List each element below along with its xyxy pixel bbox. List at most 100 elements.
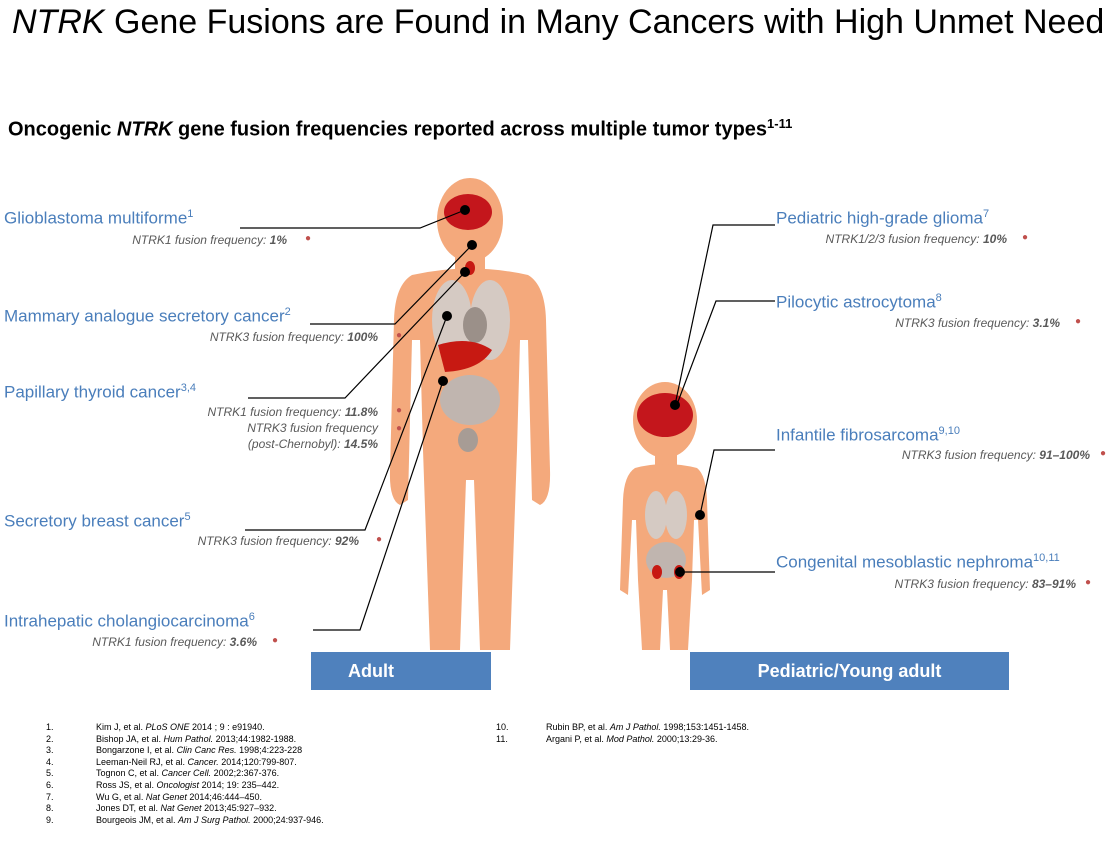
reference-details: 2014;120:799-807. xyxy=(218,756,297,767)
label-congenital-nephroma: Congenital mesoblastic nephroma10,11 xyxy=(776,552,1060,573)
freq-glioblastoma: NTRK1 fusion frequency: 1% xyxy=(132,232,287,248)
freq-label: (post-Chernobyl): xyxy=(247,437,344,451)
label-pilocytic: Pilocytic astrocytoma8 xyxy=(776,292,942,313)
freq-value: 3.6% xyxy=(229,635,257,649)
reference-number: 7. xyxy=(46,791,54,802)
freq-label: NTRK1/2/3 fusion frequency: xyxy=(825,232,983,246)
reference-item: 5.Tognon C, et al. Cancer Cell. 2002;2:3… xyxy=(46,768,324,780)
reference-item: 10.Rubin BP, et al. Am J Pathol. 1998;15… xyxy=(496,722,749,734)
reference-item: 7. Wu G, et al. Nat Genet 2014;46:444–450… xyxy=(46,792,324,804)
label-sup: 5 xyxy=(184,511,191,523)
reference-details: 2013;45:927–932. xyxy=(201,803,277,814)
child-brain-icon xyxy=(637,393,693,437)
freq-congenital-nephroma: NTRK3 fusion frequency: 83–91% xyxy=(895,576,1076,592)
reference-number: 4. xyxy=(46,756,54,767)
references-col1: 1. Kim J, et al. PLoS ONE 2014 ; 9 : e919… xyxy=(46,722,324,826)
freq-label: NTRK3 fusion frequency xyxy=(247,421,378,435)
subtitle-sup: 1-11 xyxy=(767,116,793,131)
label-sup: 3,4 xyxy=(180,382,196,394)
reference-number: 2. xyxy=(46,733,54,744)
reference-item: 2.Bishop JA, et al. Hum Pathol. 2013;44:… xyxy=(46,734,324,746)
freq-label: NTRK1 fusion frequency: xyxy=(92,635,230,649)
adult-banner: Adult xyxy=(311,652,491,690)
freq-value: 1% xyxy=(269,233,287,247)
reference-authors: Bourgeois JM, et al. xyxy=(96,814,179,825)
reference-text: Argani P, et al. Mod Pathol. 2000;13:29-… xyxy=(546,734,717,746)
label-sup: 8 xyxy=(935,292,942,304)
freq-papillary-thyroid: NTRK1 fusion frequency: 11.8% NTRK3 fusi… xyxy=(207,404,378,452)
freq-value: 3.1% xyxy=(1032,316,1060,330)
title-rest: Gene Fusions are Found in Many Cancers w… xyxy=(104,3,1105,41)
reference-details: 2014 ; 9 : e91940. xyxy=(189,722,265,732)
pediatric-banner-label: Pediatric/Young adult xyxy=(757,660,942,681)
reference-item: 9. Bourgeois JM, et al. Am J Surg Pathol.… xyxy=(46,815,324,827)
label-mammary: Mammary analogue secretory cancer2 xyxy=(4,306,291,327)
bullet-dot: ● xyxy=(396,405,403,416)
reference-details: 2013;44:1982-1988. xyxy=(213,733,297,744)
reference-journal: Am J Pathol. xyxy=(609,722,661,732)
reference-authors: Argani P, et al. xyxy=(546,733,607,744)
reference-item: 8.Jones DT, et al. Nat Genet 2013;45:927… xyxy=(46,803,324,815)
label-sup: 6 xyxy=(248,611,255,623)
bullet-dot: ● xyxy=(376,534,383,545)
location-dots xyxy=(438,205,705,577)
reference-number: 1. xyxy=(46,722,54,732)
reference-text: Leeman-Neil RJ, et al. Cancer. 2014;120:… xyxy=(96,757,297,769)
label-name: Secretory breast cancer xyxy=(4,511,185,531)
reference-number: 8. xyxy=(46,803,54,814)
label-name: Mammary analogue secretory cancer xyxy=(4,306,285,326)
reference-text: Tognon C, et al. Cancer Cell. 2002;2:367… xyxy=(96,768,279,780)
reference-text: Kim J, et al. PLoS ONE 2014 ; 9 : e91940… xyxy=(96,722,265,734)
label-pediatric-glioma: Pediatric high-grade glioma7 xyxy=(776,208,989,229)
reference-number: 9. xyxy=(46,814,54,825)
freq-value: 92% xyxy=(334,534,359,548)
reference-journal: Am J Surg Pathol. xyxy=(178,814,251,825)
reference-details: 2002;2:367-376. xyxy=(211,768,280,779)
freq-value: 11.8% xyxy=(344,405,378,419)
bullet-dot: ● xyxy=(1085,577,1092,588)
reference-details: 2000;24:937-946. xyxy=(250,814,324,825)
freq-pediatric-glioma: NTRK1/2/3 fusion frequency: 10% xyxy=(826,231,1007,247)
freq-value: 91–100% xyxy=(1039,448,1090,462)
label-secretory-breast: Secretory breast cancer5 xyxy=(4,511,191,532)
freq-pilocytic: NTRK3 fusion frequency: 3.1% xyxy=(895,315,1060,331)
label-sup: 1 xyxy=(187,208,194,220)
label-name: Glioblastoma multiforme xyxy=(4,208,188,228)
reference-item: 1. Kim J, et al. PLoS ONE 2014 ; 9 : e919… xyxy=(46,722,324,734)
leader-lines xyxy=(240,209,775,631)
reference-text: Bongarzone I, et al. Clin Canc Res. 1998… xyxy=(96,745,302,757)
reference-details: 1998;4:223-228 xyxy=(236,745,303,756)
bullet-dot: ● xyxy=(1075,316,1082,327)
adult-figure xyxy=(389,178,551,650)
subtitle-pre: Oncogenic xyxy=(8,118,117,141)
reference-authors: Rubin BP, et al. xyxy=(546,722,610,732)
reference-text: Ross JS, et al. Oncologist 2014; 19: 235… xyxy=(96,780,279,792)
freq-value: 100% xyxy=(347,330,378,344)
reference-authors: Tognon C, et al. xyxy=(96,768,162,779)
bullet-dot: ● xyxy=(1022,232,1029,243)
reference-journal: Clin Canc Res. xyxy=(176,745,237,756)
reference-authors: Jones DT, et al. xyxy=(96,803,161,814)
label-papillary-thyroid: Papillary thyroid cancer3,4 xyxy=(4,382,196,403)
adult-banner-label: Adult xyxy=(348,660,394,681)
freq-infantile-fibrosarcoma: NTRK3 fusion frequency: 91–100% xyxy=(902,447,1090,463)
reference-details: 2014; 19: 235–442. xyxy=(199,779,280,790)
freq-label: NTRK3 fusion frequency: xyxy=(894,577,1032,591)
reference-authors: Ross JS, et al. xyxy=(96,779,157,790)
label-name: Intrahepatic cholangiocarcinoma xyxy=(4,611,249,631)
reference-item: 6.Ross JS, et al. Oncologist 2014; 19: 2… xyxy=(46,780,324,792)
reference-journal: Cancer Cell. xyxy=(161,768,212,779)
label-name: Papillary thyroid cancer xyxy=(4,382,181,402)
subtitle-gene: NTRK xyxy=(116,118,173,141)
reference-text: Wu G, et al. Nat Genet 2014;46:444–450. xyxy=(96,792,262,804)
freq-label: NTRK3 fusion frequency: xyxy=(197,534,335,548)
pediatric-banner: Pediatric/Young adult xyxy=(690,652,1009,690)
label-sup: 7 xyxy=(982,208,990,220)
reference-text: Bourgeois JM, et al. Am J Surg Pathol. 2… xyxy=(96,815,324,827)
label-sup: 10,11 xyxy=(1033,552,1060,564)
references-col2: 10.Rubin BP, et al. Am J Pathol. 1998;15… xyxy=(496,722,749,745)
reference-item: 4. Leeman-Neil RJ, et al. Cancer. 2014;12… xyxy=(46,757,324,769)
label-glioblastoma: Glioblastoma multiforme1 xyxy=(4,208,193,229)
